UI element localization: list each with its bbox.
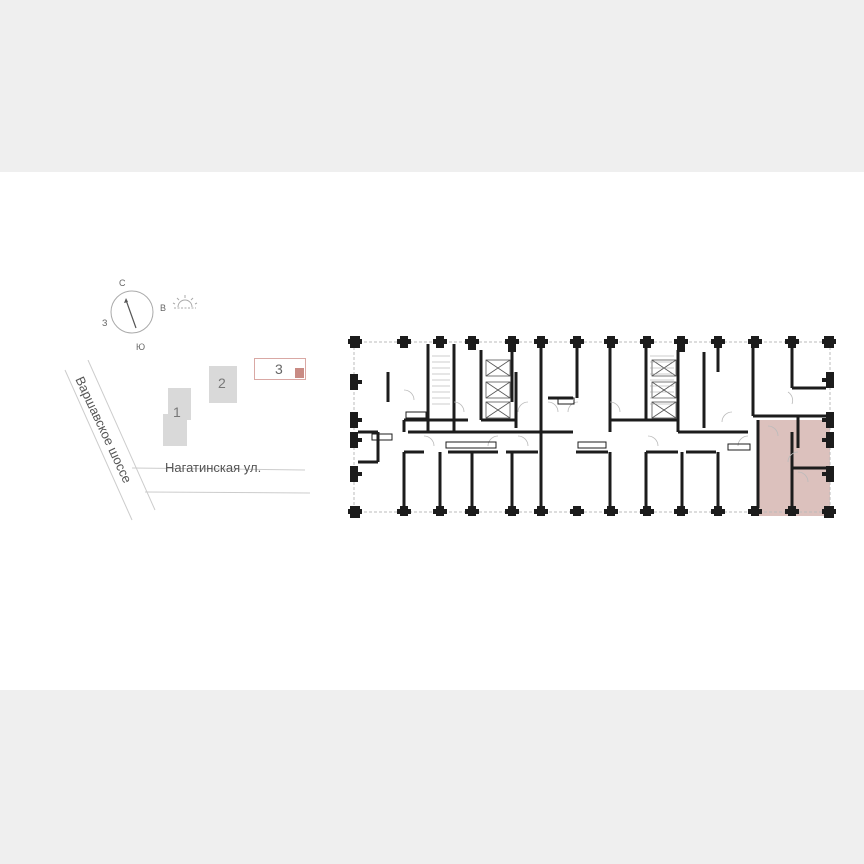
columns-top	[348, 336, 836, 352]
compass-west: З	[102, 318, 108, 328]
floor-plan	[348, 336, 836, 518]
elevators	[485, 359, 677, 419]
compass-dial-icon	[110, 290, 154, 334]
doors	[403, 389, 809, 483]
sunrise-icon	[172, 295, 198, 309]
columns-bottom	[348, 506, 836, 518]
street-lines	[64, 360, 311, 521]
kitchen-counters	[371, 397, 751, 451]
compass-east: В	[160, 303, 167, 313]
compass-north: С	[119, 278, 126, 288]
building-3-selected[interactable]: 3	[254, 358, 306, 380]
stairs	[432, 355, 674, 405]
selected-section-marker	[295, 368, 304, 378]
compass-south: Ю	[136, 342, 146, 352]
street-label-nagatinskaya: Нагатинская ул.	[165, 460, 262, 475]
columns-side	[350, 372, 834, 482]
